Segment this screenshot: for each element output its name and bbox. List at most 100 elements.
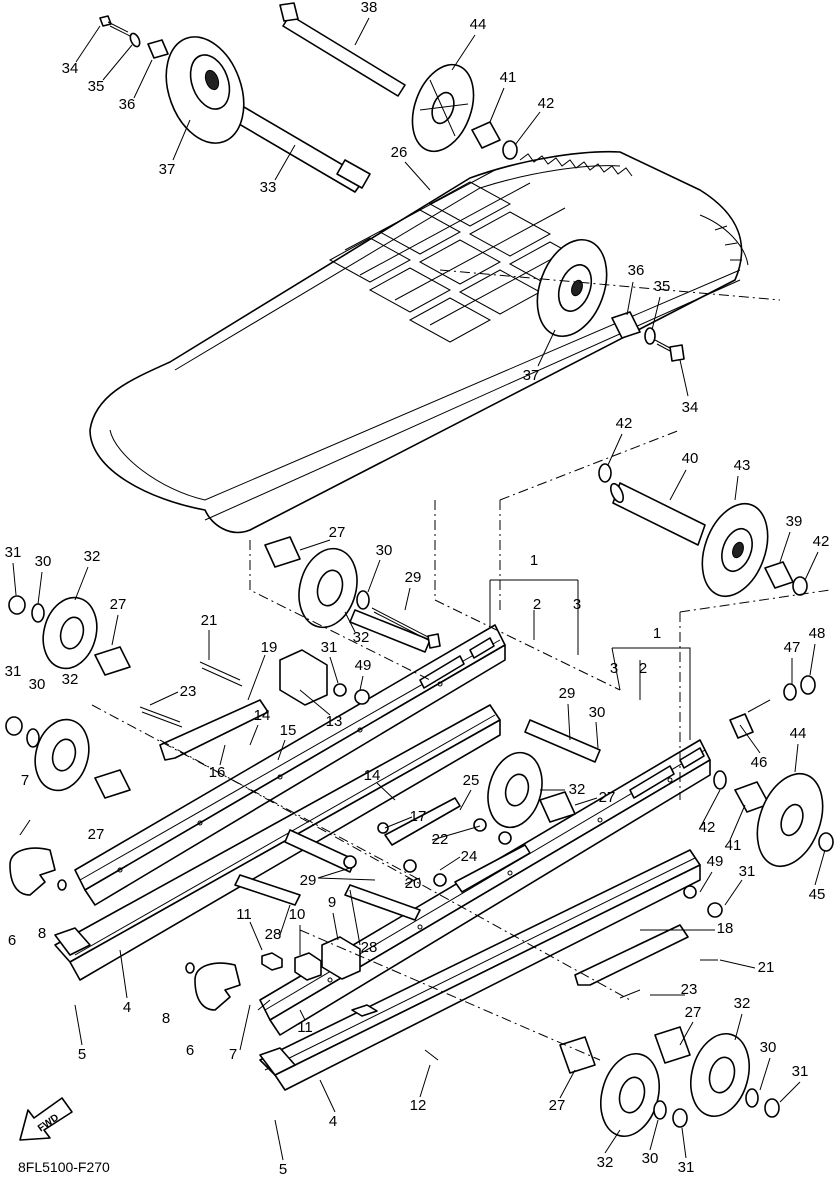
- callout-22: 22: [432, 831, 449, 848]
- arms: [159, 699, 689, 986]
- callout-11: 11: [236, 906, 252, 923]
- callout-29b: 29: [559, 685, 576, 702]
- callout-27e: 27: [685, 1004, 702, 1021]
- callout-36: 36: [119, 96, 136, 113]
- callout-6b: 6: [186, 1042, 194, 1059]
- callout-23b: 23: [681, 981, 698, 998]
- callout-30: 30: [376, 542, 393, 559]
- small-blocks: [261, 649, 378, 1017]
- fwd-arrow-icon: FWD: [19, 1097, 73, 1141]
- callout-27: 27: [329, 524, 346, 541]
- callout-23: 23: [180, 683, 197, 700]
- callout-45: 45: [809, 886, 826, 903]
- callout-7b: 7: [229, 1046, 237, 1063]
- callout-14: 14: [254, 707, 271, 724]
- callout-1: 1: [530, 552, 538, 569]
- callout-29: 29: [405, 569, 422, 586]
- callout-3: 3: [573, 596, 581, 613]
- callout-46: 46: [751, 754, 768, 771]
- left-wheels: [5, 595, 131, 799]
- upper-mid-wheel: [264, 536, 441, 649]
- callout-19: 19: [261, 639, 278, 656]
- callout-32f: 32: [597, 1154, 614, 1171]
- callout-2b: 2: [639, 660, 647, 677]
- callout-37: 37: [159, 161, 176, 178]
- callout-15: 15: [280, 722, 297, 739]
- callout-44: 44: [470, 16, 487, 33]
- callout-34: 34: [62, 60, 79, 77]
- callout-44b: 44: [790, 725, 807, 742]
- callout-7: 7: [21, 772, 29, 789]
- callout-12: 12: [410, 1097, 427, 1114]
- callout-27f: 27: [549, 1097, 566, 1114]
- callout-30f: 30: [642, 1150, 659, 1167]
- callout-27b: 27: [110, 596, 127, 613]
- callout-38: 38: [361, 0, 378, 16]
- callout-18: 18: [717, 920, 734, 937]
- slide-rail-right: [259, 1047, 296, 1076]
- callout-2: 2: [533, 596, 541, 613]
- callout-33: 33: [260, 179, 277, 196]
- callout-16: 16: [209, 764, 226, 781]
- callout-9: 9: [328, 894, 336, 911]
- right-rail-assembly: [259, 739, 711, 1091]
- callout-49: 49: [355, 657, 372, 674]
- callout-25: 25: [463, 772, 480, 789]
- callout-31e: 31: [792, 1063, 809, 1080]
- bumpers: [9, 847, 241, 1011]
- callout-34b: 34: [682, 399, 699, 416]
- callout-35b: 35: [654, 278, 671, 295]
- callout-8: 8: [38, 925, 46, 942]
- left-rail-assembly: [54, 624, 506, 981]
- callout-31d: 31: [739, 863, 756, 880]
- callout-numbers: 34 35 36 37 38 44 41 42 33 26 37 36 35 3…: [5, 0, 830, 1177]
- callout-39: 39: [786, 513, 803, 530]
- callout-21b: 21: [758, 959, 775, 976]
- callout-35: 35: [88, 78, 105, 95]
- reference-lines: [91, 269, 831, 1061]
- callout-42: 42: [538, 95, 555, 112]
- callout-14b: 14: [364, 767, 381, 784]
- callout-31b: 31: [321, 639, 338, 656]
- callout-36b: 36: [628, 262, 645, 279]
- callout-43: 43: [734, 457, 751, 474]
- rear-idler-assembly: [536, 238, 685, 362]
- callout-30e: 30: [760, 1039, 777, 1056]
- diagram-code: 8FL5100-F270: [18, 1159, 110, 1175]
- callout-28b: 28: [361, 939, 378, 956]
- callout-4: 4: [123, 999, 131, 1016]
- callout-21: 21: [201, 612, 218, 629]
- callout-47: 47: [784, 639, 801, 656]
- callout-42d: 42: [699, 819, 716, 836]
- callout-13: 13: [326, 713, 343, 730]
- callout-11b: 11: [297, 1019, 313, 1036]
- callout-3b: 3: [610, 660, 618, 677]
- callout-5: 5: [78, 1046, 86, 1063]
- bottom-wheels: [559, 1026, 780, 1138]
- callout-17: 17: [410, 808, 427, 825]
- cross-shafts: [234, 609, 601, 921]
- callout-27d: 27: [599, 789, 616, 806]
- callout-24: 24: [461, 848, 478, 865]
- center-wheel: [487, 751, 576, 829]
- callout-5b: 5: [279, 1161, 287, 1177]
- mid-shaft-assembly: [598, 463, 808, 598]
- callout-42c: 42: [813, 533, 830, 550]
- upper-shaft-assembly: [99, 2, 518, 193]
- callout-4b: 4: [329, 1113, 337, 1130]
- slide-rail-left: [54, 927, 91, 956]
- callout-29c: 29: [300, 872, 317, 889]
- right-wheel-group: [713, 675, 834, 868]
- callout-27c: 27: [88, 826, 105, 843]
- callout-31c: 31: [5, 663, 22, 680]
- callout-6: 6: [8, 932, 16, 949]
- callout-10: 10: [289, 906, 306, 923]
- callout-48: 48: [809, 625, 826, 642]
- callout-49b: 49: [707, 853, 724, 870]
- callout-31: 31: [5, 544, 22, 561]
- callout-30b: 30: [35, 553, 52, 570]
- callout-32d: 32: [569, 781, 586, 798]
- callout-30d: 30: [589, 704, 606, 721]
- callout-32: 32: [353, 629, 370, 646]
